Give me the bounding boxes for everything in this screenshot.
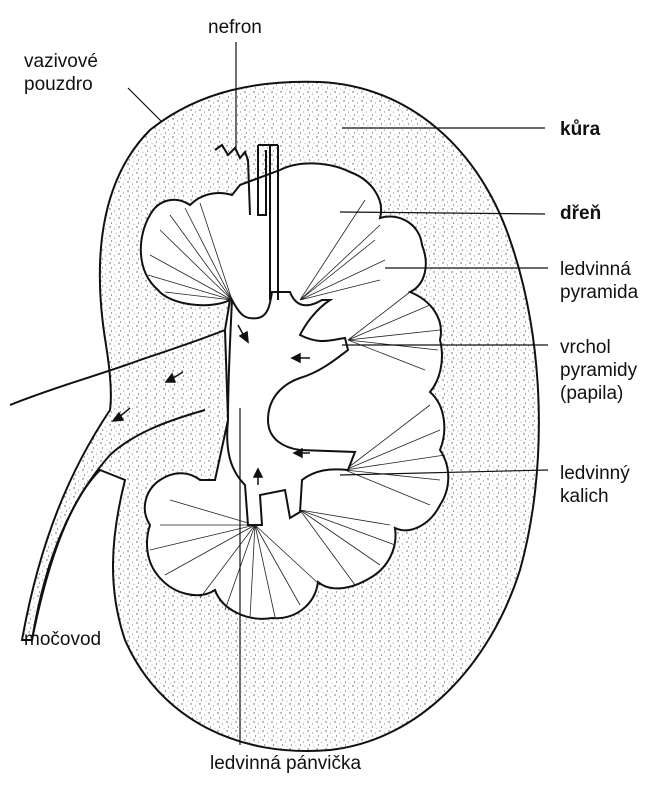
nefron-tubule	[214, 143, 279, 300]
renal-pelvis	[226, 291, 357, 526]
label-kalich-line1: ledvinný	[560, 463, 630, 484]
label-vrchol-line2: pyramidy	[560, 360, 638, 381]
label-vazivove-line1: vazivové	[24, 51, 98, 72]
label-vazivove-line2: pouzdro	[24, 74, 93, 95]
ureter-wall-upper	[9, 329, 226, 406]
leader-pouzdro	[127, 87, 163, 123]
leader-lines	[127, 42, 549, 745]
label-vrchol-line3: (papila)	[560, 383, 624, 404]
label-dren: dřeň	[560, 203, 602, 224]
label-ledvinna-panvicka: ledvinná pánvička	[210, 753, 362, 774]
leader-dren	[339, 211, 546, 215]
medulla-region	[139, 162, 450, 620]
label-pyramida-line2: pyramida	[560, 282, 639, 303]
ureter-wall-lower	[31, 409, 206, 641]
label-kura: kůra	[560, 119, 601, 140]
label-nefron: nefron	[208, 17, 262, 38]
flow-arrows	[111, 324, 310, 485]
label-vazivove-pouzdro: vazivové pouzdro	[24, 50, 98, 96]
label-vrchol-line1: vrchol	[560, 337, 611, 358]
label-vrchol-pyramidy: vrchol pyramidy (papila)	[560, 336, 637, 405]
label-ledvinna-pyramida: ledvinná pyramida	[560, 258, 638, 304]
label-kalich-line2: kalich	[560, 486, 609, 507]
leader-kalich	[339, 469, 549, 476]
label-mocovod: močovod	[24, 629, 102, 650]
label-pyramida-line1: ledvinná	[560, 259, 631, 280]
label-ledvinny-kalich: ledvinný kalich	[560, 462, 630, 508]
